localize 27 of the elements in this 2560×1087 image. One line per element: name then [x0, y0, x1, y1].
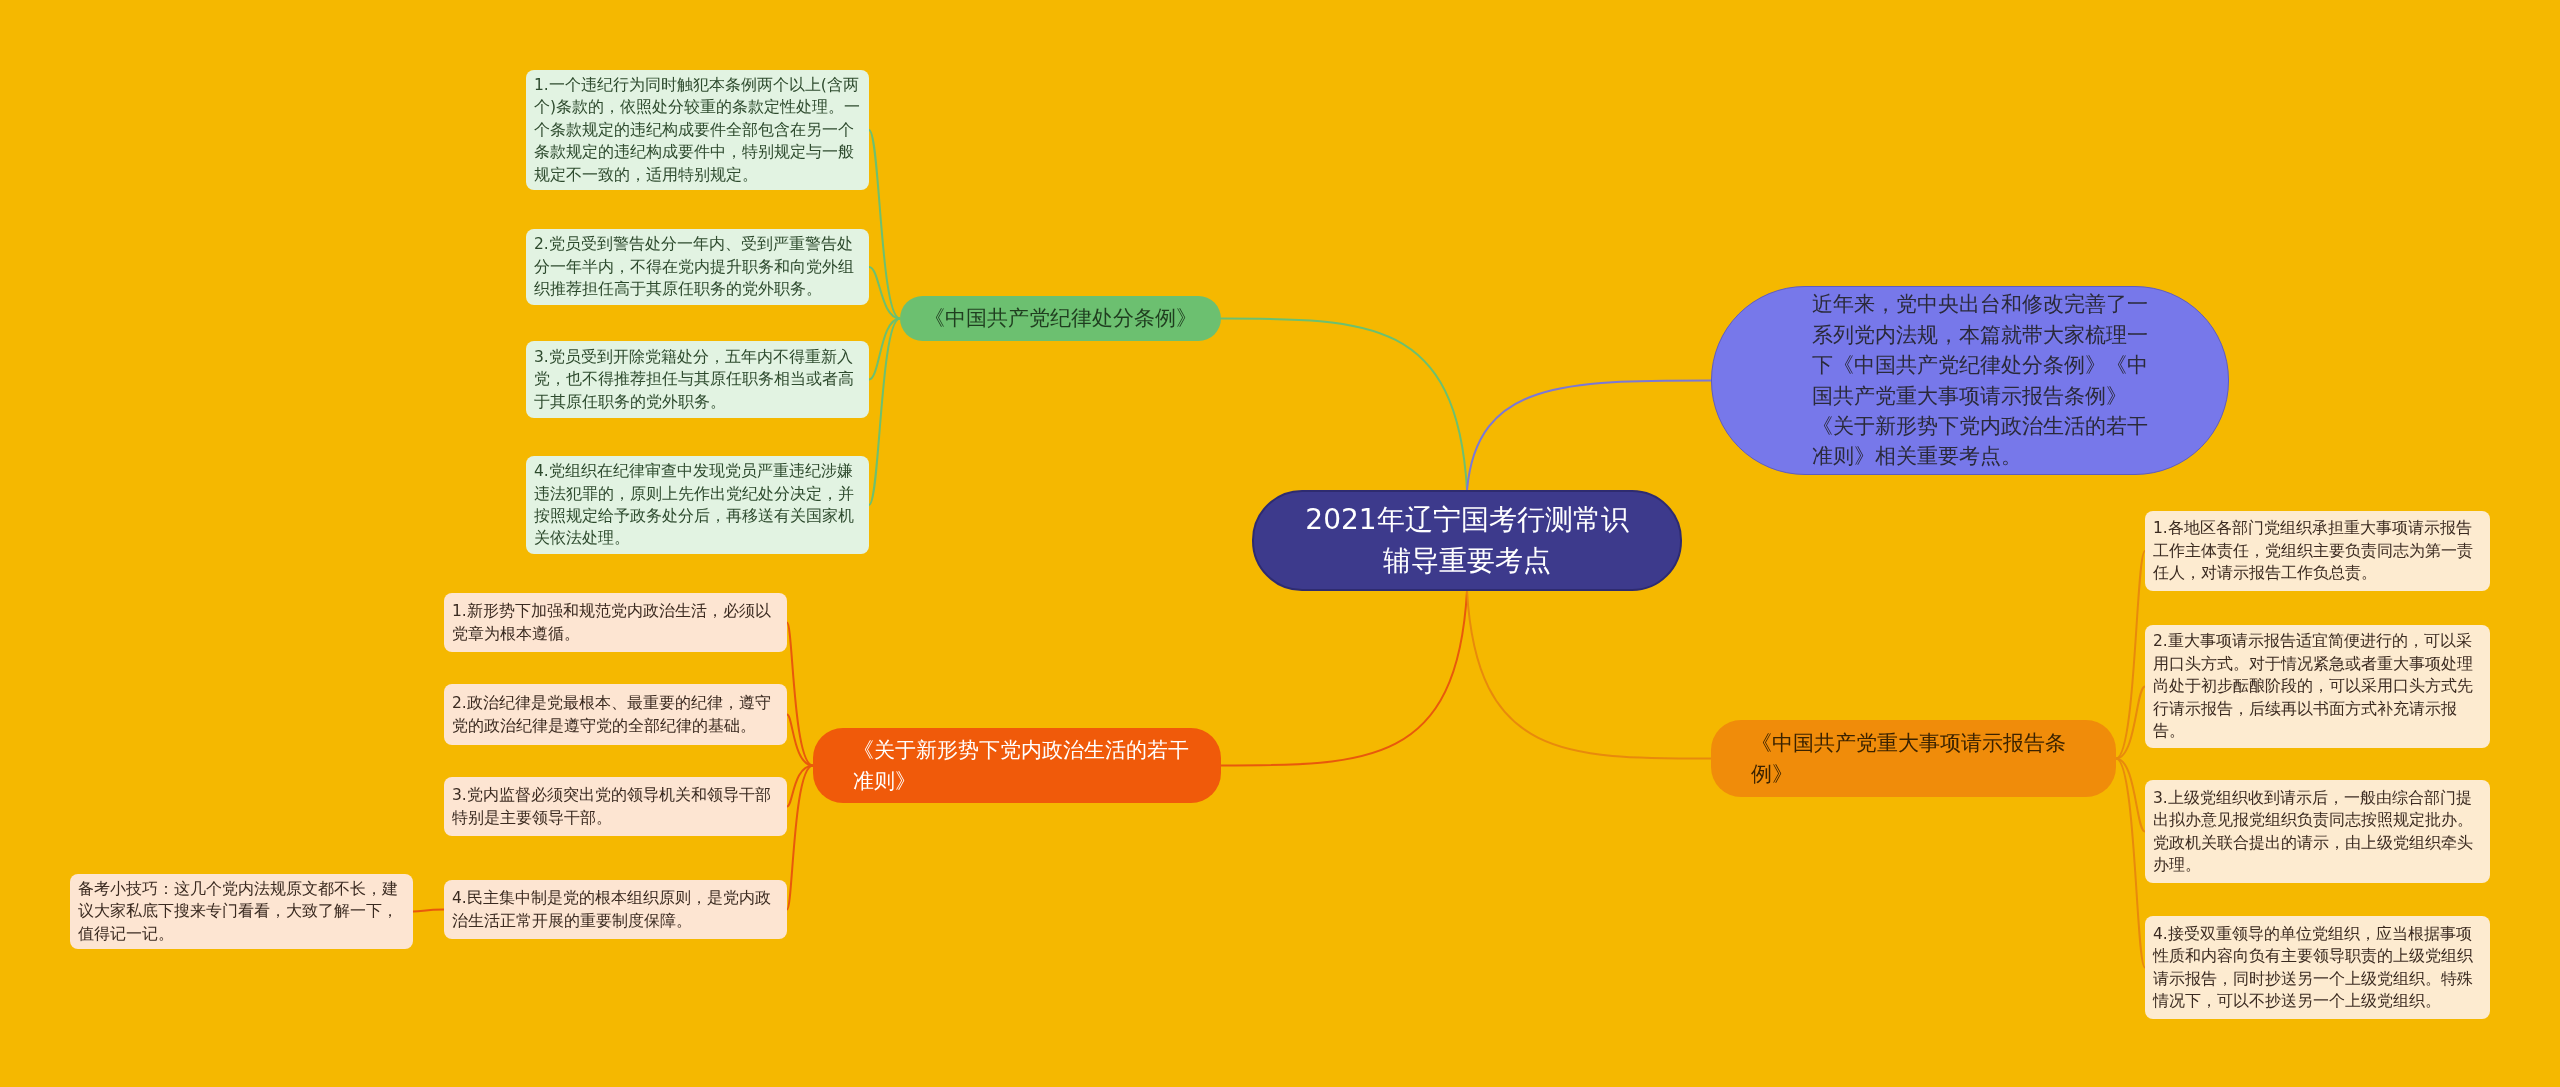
branch-box: 《中国共产党重大事项请示报告条例》	[1711, 720, 2116, 797]
text-box: 4.接受双重领导的单位党组织，应当根据事项性质和内容向负有主要领导职责的上级党组织请示报告，同时抄送另一个上级党组织。特殊情况下，可以不抄送另一个上级党组织。	[2145, 916, 2490, 1019]
text-box: 2.党员受到警告处分一年内、受到严重警告处分一年半内，不得在党内提升职务和向党外组织推荐担任高于其原任职务的党外职务。	[526, 229, 869, 305]
connector-line	[1466, 590, 1712, 760]
text-box: 3.上级党组织收到请示后，一般由综合部门提出拟办意见报党组织负责同志按照规定批办。党政机关联合提出的请示，由上级党组织牵头办理。	[2145, 780, 2490, 883]
text-box: 1.一个违纪行为同时触犯本条例两个以上(含两个)条款的，依照处分较重的条款定性处理。一个条款规定的违纪构成要件全部包含在另一个条款规定的违纪构成要件中，特别规定与一般规定不一致的，适用特别规定。	[526, 70, 869, 191]
text-box: 4.党组织在纪律审查中发现党员严重违纪涉嫌违法犯罪的，原则上先作出党纪处分决定，并按照规定给予政务处分后，再移送有关国家机关依法处理。	[526, 456, 869, 554]
connector-line	[786, 764, 814, 911]
connector-line	[2115, 550, 2146, 760]
text-box: 1.新形势下加强和规范党内政治生活，必须以党章为根本遵循。	[444, 593, 787, 652]
connector-line	[2115, 757, 2146, 969]
connector-line	[868, 317, 901, 506]
connector-line	[412, 908, 445, 913]
text-box: 4.民主集中制是党的根本组织原则，是党内政治生活正常开展的重要制度保障。	[444, 880, 787, 939]
text-box: 3.党内监督必须突出党的领导机关和领导干部特别是主要领导干部。	[444, 777, 787, 836]
text-box: 2.政治纪律是党最根本、最重要的纪律，遵守党的政治纪律是遵守党的全部纪律的基础。	[444, 684, 787, 745]
text-box: 1.各地区各部门党组织承担重大事项请示报告工作主体责任，党组织主要负责同志为第一责任人，对请示报告工作负总责。	[2145, 511, 2490, 591]
text-box: 备考小技巧：这几个党内法规原文都不长，建议大家私底下搜来专门看看，大致了解一下，值得记一记。	[70, 874, 413, 950]
branch-box: 《中国共产党纪律处分条例》	[900, 296, 1221, 341]
text-box: 2.重大事项请示报告适宜简便进行的，可以采用口头方式。对于情况紧急或者重大事项处理尚处于初步酝酿阶段的，可以采用口头方式先行请示报告，后续再以书面方式补充请示报告。	[2145, 625, 2490, 748]
branch-box: 《关于新形势下党内政治生活的若干准则》	[813, 728, 1221, 803]
text-box: 3.党员受到开除党籍处分，五年内不得重新入党，也不得推荐担任与其原任职务相当或者高于其原任职务的党外职务。	[526, 341, 869, 418]
connector-line	[786, 621, 814, 767]
central-topic-box: 2021年辽宁国考行测常识辅导重要考点	[1252, 490, 1682, 591]
connector-line	[1466, 379, 1712, 491]
intro-box: 近年来，党中央出台和修改完善了一系列党内法规，本篇就带大家梳理一下《中国共产党纪律处分条例》《中国共产党重大事项请示报告条例》《关于新形势下党内政治生活的若干准则》相关重要考点。	[1711, 286, 2229, 475]
connector-line	[868, 129, 901, 320]
